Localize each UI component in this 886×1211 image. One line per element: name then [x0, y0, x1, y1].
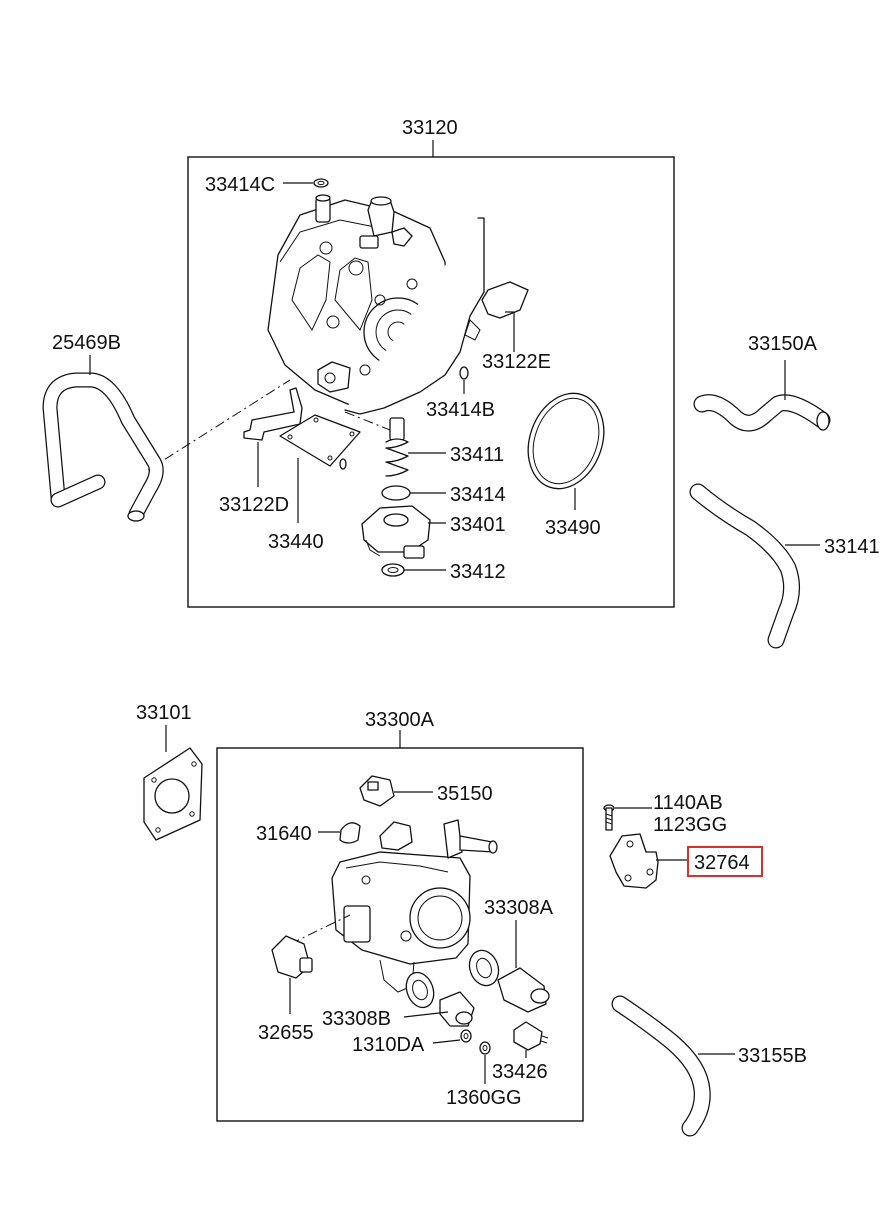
label-33414B[interactable]: 33414B	[426, 399, 495, 421]
label-33308A[interactable]: 33308A	[484, 897, 554, 919]
part-1310DA-nut	[460, 1029, 472, 1043]
part-33490-oring	[527, 392, 605, 490]
part-31640-cap	[339, 822, 361, 844]
upper-assembly-frame	[187, 156, 675, 608]
part-32764-bracket	[609, 833, 659, 889]
label-33414C[interactable]: 33414C	[205, 174, 275, 196]
label-33122E[interactable]: 33122E	[482, 351, 551, 373]
label-32655[interactable]: 32655	[258, 1022, 314, 1044]
alignment-line-upper	[147, 379, 291, 471]
part-1360GG-washer	[479, 1041, 491, 1055]
label-1123GG[interactable]: 1123GG	[653, 814, 727, 836]
label-31640[interactable]: 31640	[256, 823, 312, 845]
label-33414[interactable]: 33414	[450, 484, 506, 506]
part-33101-gasket	[143, 747, 203, 841]
label-33150A[interactable]: 33150A	[748, 333, 818, 355]
label-1140AB[interactable]: 1140AB	[653, 792, 723, 814]
label-32764[interactable]: 32764	[694, 852, 750, 874]
part-25469B-hose	[42, 372, 164, 522]
part-33141-hose	[689, 483, 800, 649]
part-33426-sensor	[513, 1021, 549, 1051]
part-33308B-actuator	[405, 971, 475, 1027]
label-33411[interactable]: 33411	[450, 444, 504, 466]
part-33411-spring	[385, 417, 409, 477]
part-33412-gasket	[381, 563, 405, 577]
label-33401[interactable]: 33401	[450, 514, 506, 536]
label-1310DA[interactable]: 1310DA	[352, 1034, 425, 1056]
part-33155B-hose	[611, 995, 711, 1137]
part-33414B-oring	[459, 366, 469, 380]
label-33300A[interactable]: 33300A	[365, 709, 435, 731]
part-32655-sensor	[271, 935, 313, 979]
label-33122D[interactable]: 33122D	[219, 494, 289, 516]
part-33122E-bracket	[344, 217, 529, 415]
label-33440[interactable]: 33440	[268, 531, 324, 553]
part-33122D-bracket	[243, 387, 303, 441]
part-throttle-body	[331, 819, 498, 993]
part-33401-housing	[361, 505, 431, 559]
label-33426[interactable]: 33426	[492, 1061, 548, 1083]
part-33308A-actuator	[468, 949, 550, 1013]
label-33308B[interactable]: 33308B	[322, 1008, 391, 1030]
highlight-box-32764	[687, 846, 763, 877]
part-33150A-hose	[693, 394, 831, 432]
label-25469B[interactable]: 25469B	[52, 332, 121, 354]
part-1140AB-bolt	[603, 804, 615, 831]
label-33155B[interactable]: 33155B	[738, 1045, 807, 1067]
part-33414C-oring	[313, 178, 329, 188]
label-33490[interactable]: 33490	[545, 517, 601, 539]
part-35150-sensor	[359, 775, 395, 807]
alignment-line-lower	[289, 914, 351, 945]
part-33440-gasket	[279, 414, 361, 470]
label-33101[interactable]: 33101	[136, 702, 192, 724]
label-35150[interactable]: 35150	[437, 783, 493, 805]
label-33412[interactable]: 33412	[450, 561, 506, 583]
label-33120[interactable]: 33120	[402, 117, 458, 139]
label-1360GG[interactable]: 1360GG	[446, 1087, 522, 1109]
label-33141[interactable]: 33141	[824, 536, 880, 558]
part-33414-oring	[381, 485, 411, 501]
